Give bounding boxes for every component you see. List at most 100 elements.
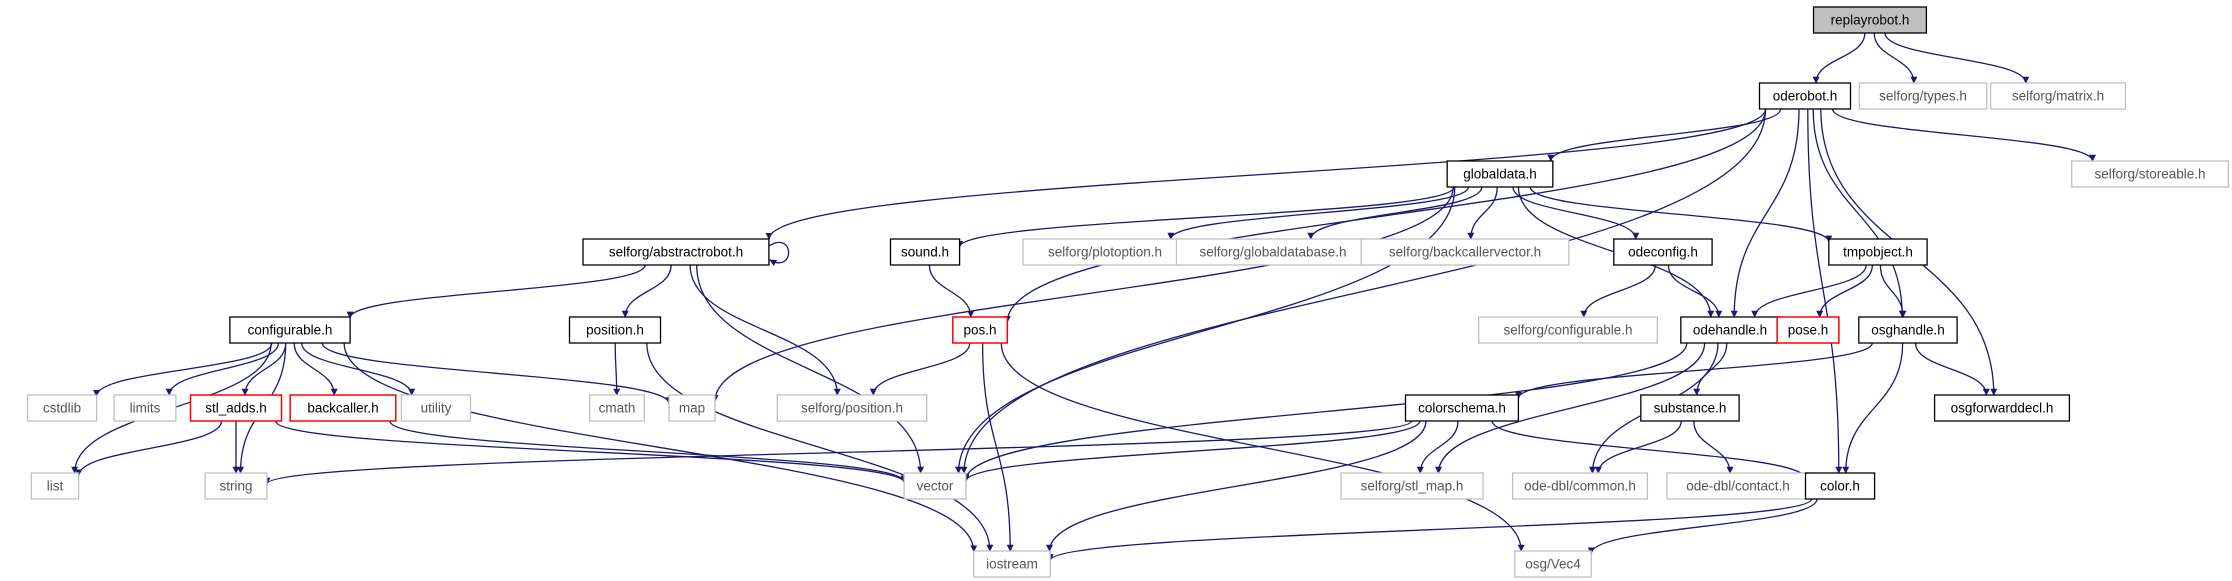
node-box: [1478, 316, 1658, 344]
node-box: [113, 394, 177, 422]
node-box: [1812, 6, 1928, 34]
node-box: [1360, 238, 1570, 266]
node-label: position.h: [586, 323, 644, 338]
node-box: [1446, 160, 1554, 188]
node-configurable[interactable]: configurable.h: [229, 316, 351, 344]
node-box: [1022, 238, 1188, 266]
node-tmpobject[interactable]: tmpobject.h: [1828, 238, 1928, 266]
node-replayrobot[interactable]: replayrobot.h: [1812, 6, 1928, 34]
node-storeable: selforg/storeable.h: [2071, 160, 2230, 188]
node-cstdlib: cstdlib: [26, 394, 98, 422]
node-contact: ode-dbl/contact.h: [1666, 472, 1810, 500]
edge-colorschema-to-color: [1491, 420, 1809, 480]
edge-pos-to-sposition: [869, 342, 971, 396]
node-label: selforg/globaldatabase.h: [1199, 245, 1346, 260]
node-label: configurable.h: [248, 323, 333, 338]
node-iostream: iostream: [973, 550, 1051, 578]
edge-abstractrobot-to-position: [621, 264, 672, 318]
edge-colorschema-to-vector: [962, 420, 1421, 483]
node-osgforwarddecl[interactable]: osgforwarddecl.h: [1933, 394, 2071, 422]
edge-globaldata-to-odeconfig: [1512, 186, 1640, 240]
node-box: [952, 316, 1009, 344]
node-pos[interactable]: pos.h: [952, 316, 1009, 344]
edge-tmpobject-to-pose: [1816, 264, 1874, 318]
node-box: [1511, 472, 1649, 500]
edge-abstractrobot-to-vector: [696, 264, 925, 474]
node-globaldata[interactable]: globaldata.h: [1446, 160, 1554, 188]
node-box: [1666, 472, 1810, 500]
edge-tmpobject-to-odehandle: [1751, 264, 1867, 318]
edge-oderobot-to-odehandle: [1730, 108, 1800, 318]
edge-osghandle-to-colorschema: [1515, 342, 1873, 399]
node-label: color.h: [1820, 479, 1860, 494]
node-label: tmpobject.h: [1843, 245, 1913, 260]
node-odeconfig[interactable]: odeconfig.h: [1613, 238, 1713, 266]
node-pose[interactable]: pose.h: [1776, 316, 1840, 344]
dependency-edges: [71, 32, 2096, 562]
edge-substance-to-common: [1594, 420, 1682, 474]
node-box: [1340, 472, 1484, 500]
node-box: [903, 472, 967, 500]
edge-position-to-cmath: [613, 342, 621, 396]
node-limits: limits: [113, 394, 177, 422]
node-odehandle[interactable]: odehandle.h: [1680, 316, 1780, 344]
node-label: osgforwarddecl.h: [1951, 401, 2054, 416]
node-vector: vector: [903, 472, 967, 500]
node-osghandle[interactable]: osghandle.h: [1858, 316, 1958, 344]
node-box: [589, 394, 645, 422]
node-box: [1828, 238, 1928, 266]
node-stl_adds[interactable]: stl_adds.h: [189, 394, 283, 422]
edge-color-to-iostream: [1046, 498, 1813, 562]
node-sound[interactable]: sound.h: [889, 238, 961, 266]
edge-oderobot-to-storeable: [1831, 108, 2096, 162]
node-backcaller[interactable]: backcaller.h: [289, 394, 397, 422]
node-label: selforg/matrix.h: [2012, 89, 2104, 104]
edge-globaldata-to-backcallervector: [1467, 186, 1498, 240]
node-stl_map: selforg/stl_map.h: [1340, 472, 1484, 500]
node-string: string: [204, 472, 268, 500]
node-label: globaldata.h: [1463, 167, 1537, 182]
edge-oderobot-to-pos: [1003, 108, 1767, 323]
edge-tmpobject-to-osghandle: [1879, 264, 1907, 318]
edge-colorschema-to-iostream: [1046, 420, 1427, 552]
node-box: [776, 394, 928, 422]
edge-globaldata-to-globaldatabase: [1307, 186, 1483, 240]
node-box: [189, 394, 283, 422]
node-abstractrobot[interactable]: selforg/abstractrobot.h: [582, 238, 770, 266]
node-label: replayrobot.h: [1831, 13, 1910, 28]
edge-replayrobot-to-oderobot: [1812, 32, 1866, 84]
node-colorschema[interactable]: colorschema.h: [1404, 394, 1520, 422]
node-label: string: [219, 479, 252, 494]
edge-odehandle-to-stl_map: [1435, 342, 1706, 474]
node-box: [1514, 550, 1592, 578]
node-label: cmath: [599, 401, 636, 416]
edge-oderobot-to-globaldata: [1547, 108, 1782, 162]
node-label: osghandle.h: [1871, 323, 1945, 338]
node-substance[interactable]: substance.h: [1640, 394, 1740, 422]
edge-configurable-to-stl_adds: [241, 342, 287, 396]
edge-pos-to-iostream: [981, 342, 1014, 552]
node-label: stl_adds.h: [205, 401, 267, 416]
edge-colorschema-to-stl_map: [1416, 420, 1459, 474]
node-label: ode-dbl/common.h: [1524, 479, 1636, 494]
edge-backcaller-to-vector: [389, 420, 908, 483]
node-label: pose.h: [1788, 323, 1829, 338]
edge-osghandle-to-color: [1842, 342, 1904, 474]
edge-oderobot-to-abstractrobot: [765, 108, 1767, 240]
node-position[interactable]: position.h: [568, 316, 662, 344]
node-globaldatabase: selforg/globaldatabase.h: [1175, 238, 1371, 266]
node-box: [229, 316, 351, 344]
edge-configurable-to-utility: [301, 342, 416, 396]
node-common: ode-dbl/common.h: [1511, 472, 1649, 500]
node-color[interactable]: color.h: [1804, 472, 1876, 500]
edge-color-to-vec4: [1587, 498, 1818, 555]
node-box: [1989, 82, 2127, 110]
node-box: [289, 394, 397, 422]
node-backcallervector: selforg/backcallervector.h: [1360, 238, 1570, 266]
node-label: selforg/stl_map.h: [1361, 479, 1464, 494]
node-label: map: [679, 401, 705, 416]
node-oderobot[interactable]: oderobot.h: [1758, 82, 1852, 110]
node-matrix: selforg/matrix.h: [1989, 82, 2127, 110]
